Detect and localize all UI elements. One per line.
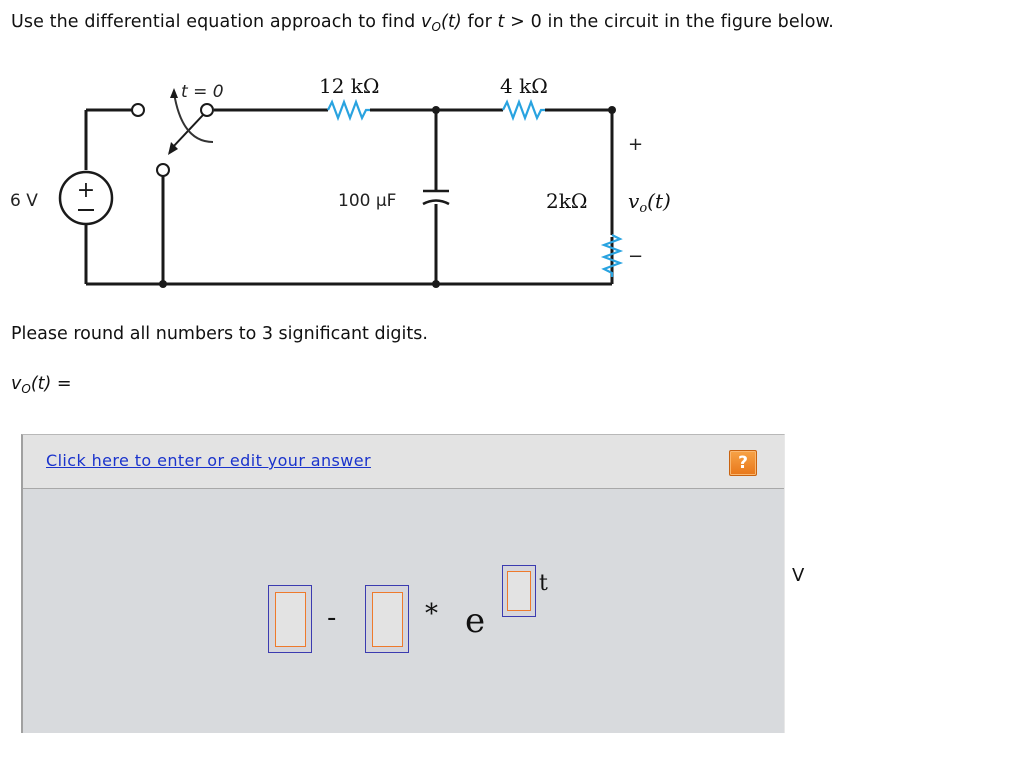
svg-text:+: + — [77, 178, 95, 203]
answer-equation: - * e t — [23, 435, 784, 733]
edit-answer-link[interactable]: Click here to enter or edit your answer — [46, 451, 371, 470]
answer-panel: Click here to enter or edit your answer … — [21, 434, 785, 733]
euler-e: e — [465, 601, 486, 641]
circuit-diagram: + 6 V t = 0 12 kΩ 4 kΩ 2kΩ 100 μF + − vo… — [10, 74, 671, 288]
resistor-2k-icon — [600, 234, 624, 277]
switch-terminal — [131, 103, 145, 117]
times-sign: * — [425, 599, 438, 629]
t-variable: t — [539, 571, 548, 596]
answer-box-coefficient[interactable] — [365, 585, 409, 653]
r2-label: 4 kΩ — [500, 74, 548, 98]
switch-arm — [171, 92, 214, 149]
rounding-instruction: Please round all numbers to 3 significan… — [11, 324, 428, 344]
svg-text:+: + — [628, 134, 643, 155]
switch-terminal — [200, 103, 214, 117]
cap-label: 100 μF — [338, 191, 396, 211]
answer-box-exponent[interactable] — [502, 565, 536, 617]
unit-label: V — [792, 565, 805, 586]
question-text: Use the differential equation approach t… — [11, 12, 834, 34]
minus-sign: - — [327, 603, 337, 633]
node-dot — [159, 280, 167, 288]
source-label: 6 V — [10, 191, 38, 211]
node-dot — [432, 106, 440, 114]
resistor-4k-icon — [502, 98, 545, 122]
node-dot — [608, 106, 616, 114]
capacitor-icon — [422, 189, 450, 206]
answer-label: vO(t) = — [11, 374, 72, 396]
voltage-source-icon — [58, 170, 114, 226]
r3-label: 2kΩ — [546, 189, 587, 213]
help-icon[interactable]: ? — [729, 450, 757, 476]
vo-circuit-label: vo(t) — [628, 189, 671, 216]
answer-panel-header: Click here to enter or edit your answer … — [23, 435, 784, 489]
node-dot — [432, 280, 440, 288]
answer-box-constant[interactable] — [268, 585, 312, 653]
r1-label: 12 kΩ — [319, 74, 380, 98]
svg-text:−: − — [628, 246, 643, 267]
resistor-12k-icon — [327, 98, 370, 122]
switch-terminal — [156, 163, 170, 177]
vo-var: vO(t) — [421, 12, 462, 34]
switch-label: t = 0 — [181, 82, 224, 102]
